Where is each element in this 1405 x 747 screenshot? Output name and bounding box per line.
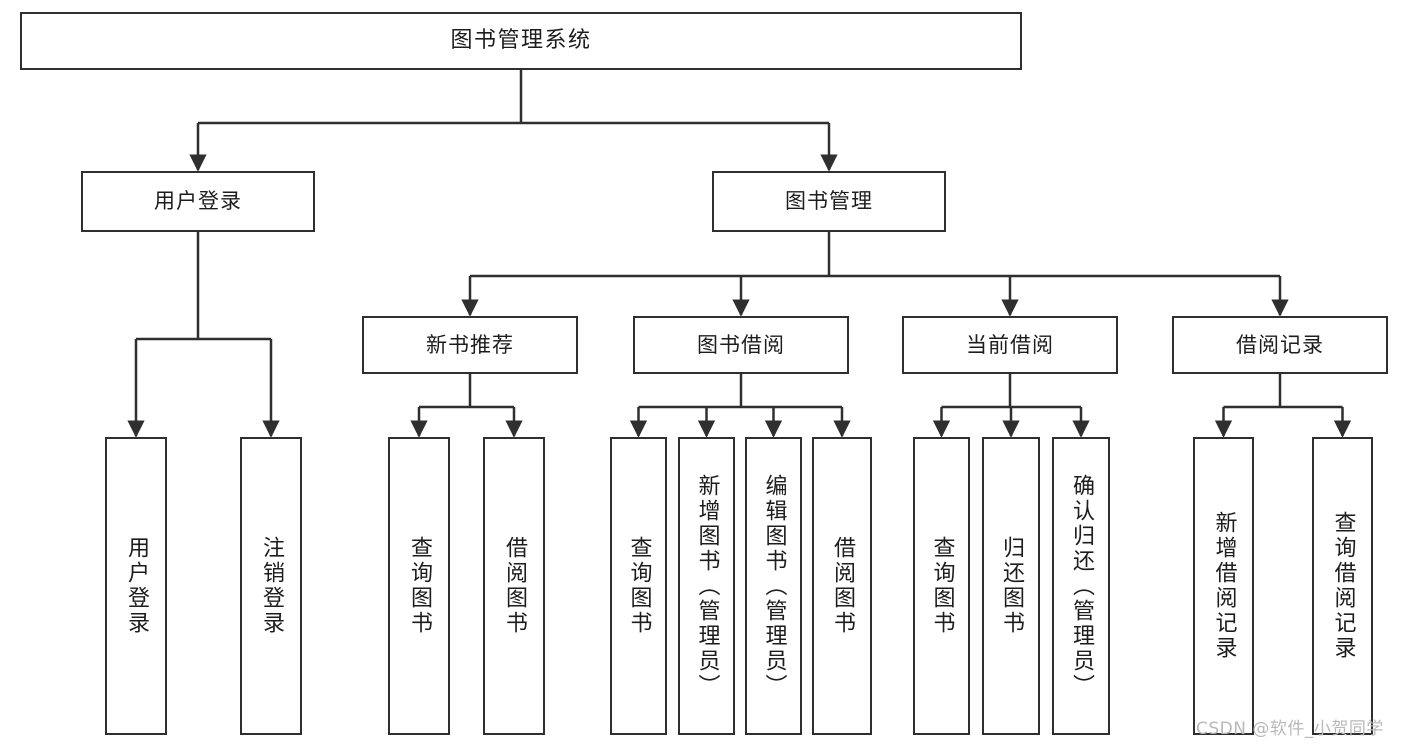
- node-label: 新书推荐: [426, 332, 514, 357]
- leaf-borrow-edit-book[interactable]: 编辑图书（管理员）: [745, 437, 802, 735]
- node-book-management[interactable]: 图书管理: [712, 171, 946, 232]
- node-label: 查询图书: [626, 536, 652, 636]
- node-label: 图书管理: [785, 189, 873, 214]
- leaf-recommend-query-book[interactable]: 查询图书: [388, 437, 450, 735]
- node-label: 确认归还（管理员）: [1069, 473, 1094, 699]
- node-current-borrow[interactable]: 当前借阅: [902, 316, 1118, 374]
- node-book-borrow[interactable]: 图书借阅: [633, 316, 849, 374]
- node-borrow-record[interactable]: 借阅记录: [1172, 316, 1388, 374]
- node-label: 编辑图书（管理员）: [761, 473, 787, 699]
- leaf-borrow-query-book[interactable]: 查询图书: [610, 437, 667, 735]
- leaf-borrow-add-book[interactable]: 新增图书（管理员）: [678, 437, 735, 735]
- leaf-borrow-borrow-book[interactable]: 借阅图书: [812, 437, 872, 735]
- node-label: 用户登录: [154, 189, 242, 214]
- leaf-record-query[interactable]: 查询借阅记录: [1312, 437, 1373, 735]
- node-label: 借阅图书: [502, 536, 527, 636]
- node-label: 查询图书: [929, 536, 955, 636]
- node-user-login[interactable]: 用户登录: [81, 171, 315, 232]
- leaf-current-query-book[interactable]: 查询图书: [913, 437, 970, 735]
- node-label: 归还图书: [999, 536, 1024, 636]
- node-label: 查询图书: [407, 536, 432, 636]
- node-label: 借阅图书: [830, 536, 855, 636]
- leaf-recommend-borrow-book[interactable]: 借阅图书: [483, 437, 545, 735]
- leaf-logout[interactable]: 注销登录: [240, 437, 302, 735]
- node-new-book-recommend[interactable]: 新书推荐: [362, 316, 578, 374]
- node-label: 用户登录: [124, 536, 149, 636]
- node-label: 查询借阅记录: [1330, 511, 1356, 661]
- node-label: 新增图书（管理员）: [694, 473, 720, 699]
- node-label: 当前借阅: [966, 332, 1054, 357]
- node-label: 注销登录: [259, 536, 284, 636]
- leaf-current-confirm-return[interactable]: 确认归还（管理员）: [1052, 437, 1110, 735]
- node-root-system[interactable]: 图书管理系统: [20, 12, 1022, 70]
- leaf-record-add[interactable]: 新增借阅记录: [1193, 437, 1254, 735]
- csdn-watermark: CSDN @软件_小贺同学: [1196, 719, 1384, 739]
- leaf-current-return-book[interactable]: 归还图书: [982, 437, 1040, 735]
- leaf-user-login[interactable]: 用户登录: [105, 437, 167, 735]
- node-label: 图书管理系统: [450, 28, 592, 54]
- node-label: 图书借阅: [697, 332, 785, 357]
- node-label: 借阅记录: [1236, 332, 1324, 357]
- node-label: 新增借阅记录: [1211, 511, 1237, 661]
